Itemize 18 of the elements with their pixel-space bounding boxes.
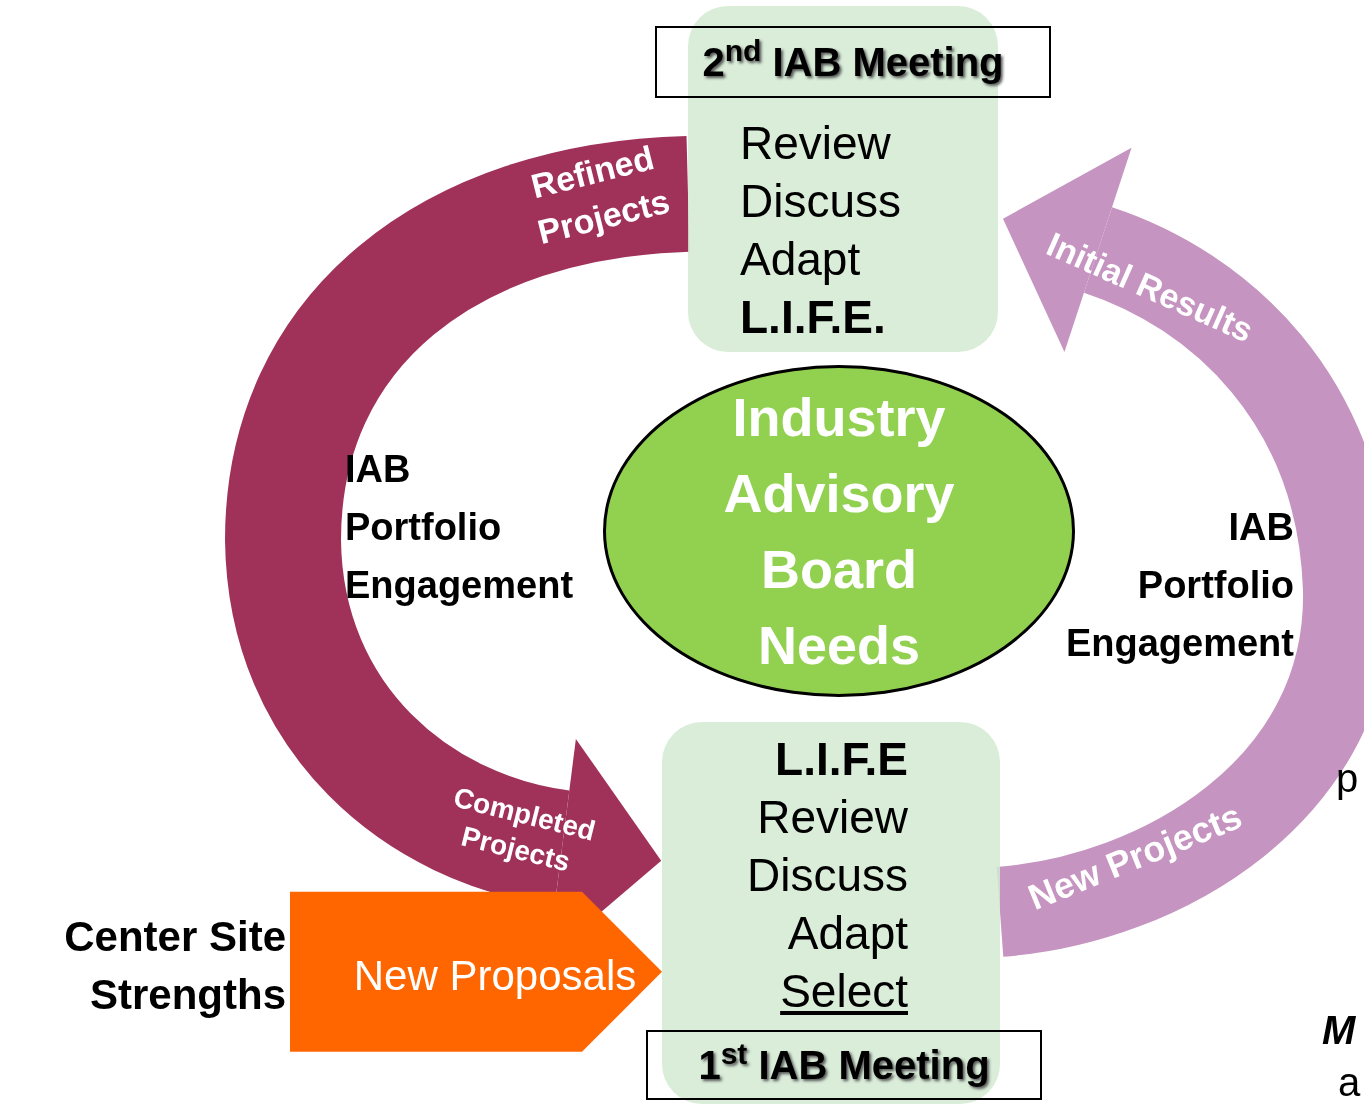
cut-text: p: [1336, 756, 1359, 800]
edge-label: Refined Projects: [527, 138, 674, 251]
ellipse-text: Industry Advisory Board Needs: [723, 387, 955, 675]
heading-box: [646, 1030, 1042, 1100]
cut-text: M: [1322, 1008, 1356, 1052]
cut-text: a: [1338, 1060, 1361, 1104]
heading-text: 1$^{st}$ IAB Meeting: [698, 1036, 990, 1089]
step-list: Review Discuss Adapt L.I.F.E.: [740, 117, 902, 343]
step-list: L.I.F.E Review Discuss Adapt: [746, 733, 908, 959]
meeting-panel: [662, 722, 1000, 1104]
edge-label: New Proposals: [353, 952, 637, 999]
side-text: IAB Portfolio Engagement: [345, 448, 574, 606]
side-text: IAB Portfolio Engagement: [1065, 506, 1294, 664]
chevron-arrow: [290, 891, 662, 1052]
source-text: Center Site Strengths: [64, 913, 286, 1018]
step-text: Select: [780, 964, 908, 1019]
heading-box: [655, 26, 1051, 98]
heading-text: 2$^{nd}$ IAB Meeting: [702, 33, 1004, 86]
